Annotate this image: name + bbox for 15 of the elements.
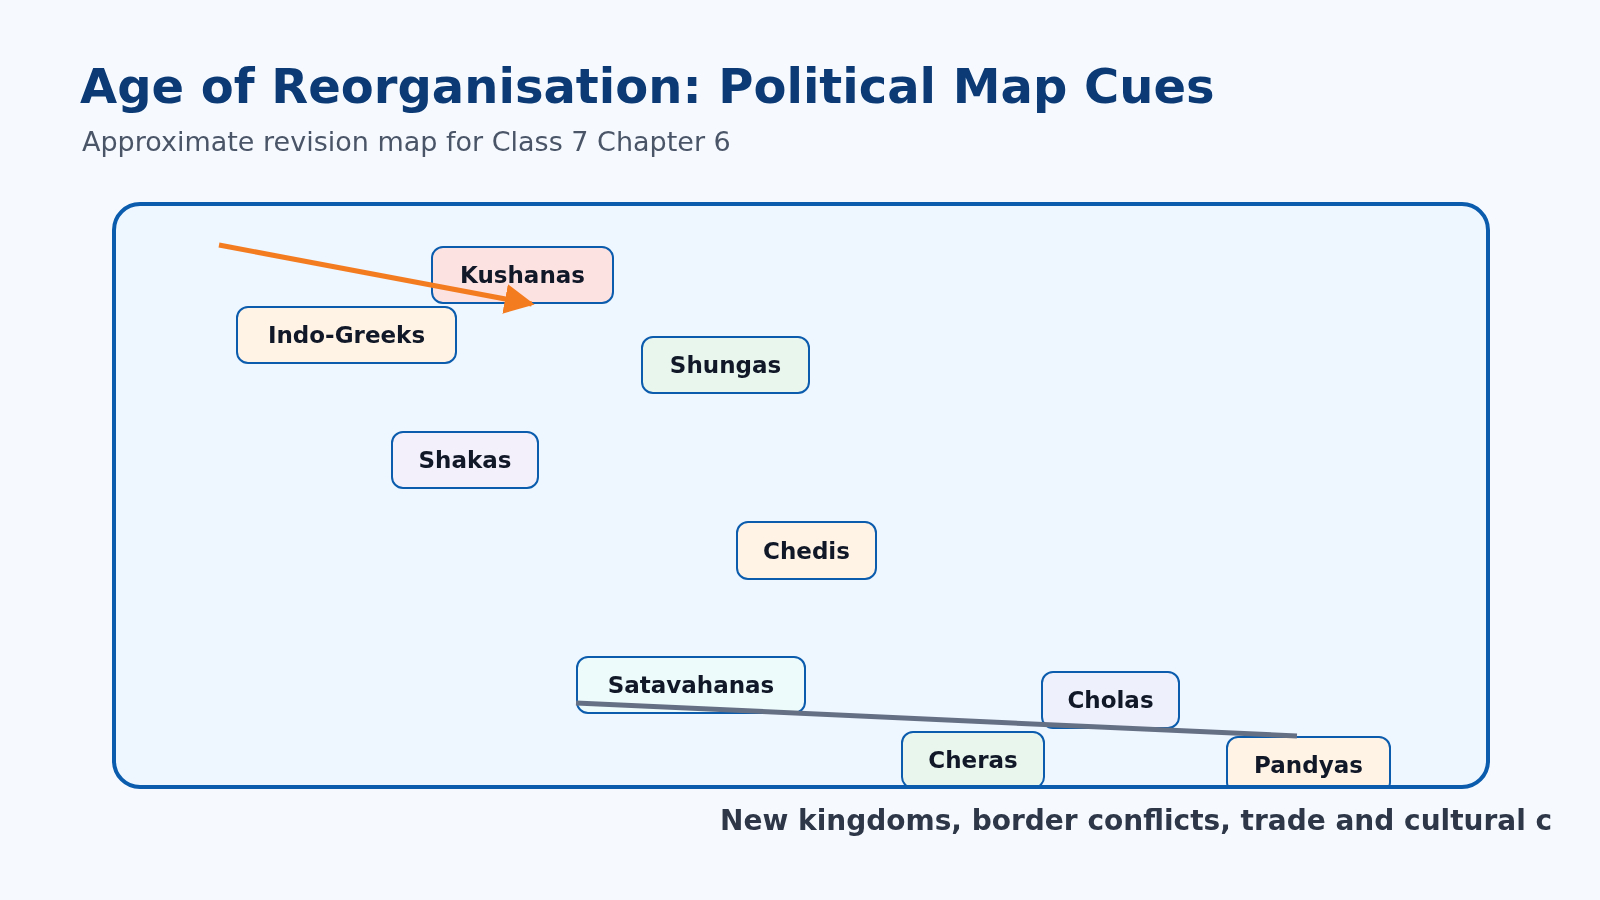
kingdom-label-box: Satavahanas bbox=[576, 656, 806, 714]
title: Age of Reorganisation: Political Map Cues bbox=[80, 58, 1215, 114]
kingdom-label-box: Shungas bbox=[641, 336, 810, 394]
kingdom-label-box: Cholas bbox=[1041, 671, 1180, 729]
kingdom-label-box: Chedis bbox=[736, 521, 877, 580]
kingdom-label-box: Indo-Greeks bbox=[236, 306, 457, 364]
connector-line bbox=[575, 700, 1298, 739]
kingdom-label-box: Kushanas bbox=[431, 246, 614, 304]
caption: New kingdoms, border conflicts, trade and cultural c bbox=[720, 804, 1553, 837]
subtitle: Approximate revision map for Class 7 Chapter 6 bbox=[82, 126, 731, 157]
map-frame bbox=[112, 202, 1490, 789]
kingdom-label-box: Pandyas bbox=[1226, 736, 1391, 785]
kingdom-label-box: Shakas bbox=[391, 431, 539, 489]
kingdom-label-box: Cheras bbox=[901, 731, 1045, 785]
arrow bbox=[218, 242, 535, 314]
